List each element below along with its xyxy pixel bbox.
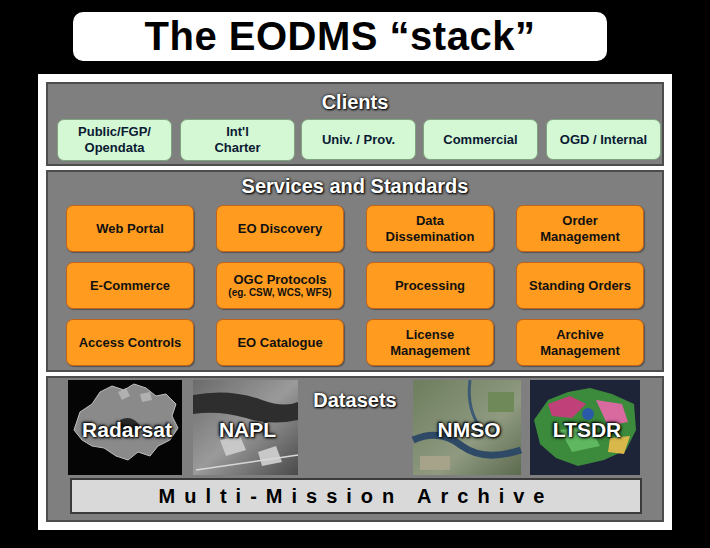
box-label: Univ. / Prov. [322,132,395,148]
box-label: Web Portal [96,221,164,237]
box-label: LTSDR [553,418,621,442]
client-box: Int'l Charter [180,119,295,161]
box-label: Standing Orders [529,278,631,294]
napl-image [193,380,298,475]
box-label: Archive Management [523,327,637,358]
band-heading: Datasets [48,389,662,412]
box-label: OGC Protocols [233,272,326,288]
clients-band: ClientsPublic/FGP/ Opendata Int'l Charter… [46,82,664,166]
service-box: EO Catalogue [216,319,344,366]
service-box: Web Portal [66,205,194,252]
service-box: Access Controls [66,319,194,366]
box-label: Public/FGP/ Opendata [74,124,156,155]
service-box: Order Management [516,205,644,252]
service-box: License Management [366,319,494,366]
band-heading: Services and Standards [48,175,662,198]
service-box: Data Dissemination [366,205,494,252]
box-label: NMSO [438,418,501,442]
box-label: Access Controls [79,335,182,351]
service-box: Archive Management [516,319,644,366]
box-label: NAPL [219,418,276,442]
service-box: E-Commerce [66,262,194,309]
client-box: Univ. / Prov. [301,119,416,160]
band-heading: Clients [48,91,662,114]
box-label: Order Management [523,213,637,244]
box-label: Processing [395,278,465,294]
box-label: Int'l Charter [208,124,268,155]
service-box: Processing [366,262,494,309]
box-label: EO Catalogue [237,335,322,351]
box-label: Commercial [443,132,517,148]
box-label: Multi-Mission Archive [159,485,554,508]
client-box: OGD / Internal [546,119,661,160]
archive-bar: Multi-Mission Archive [70,478,642,514]
service-box: Standing Orders [516,262,644,309]
box-label: OGD / Internal [560,132,647,148]
title-box: The EODMS “stack” [73,12,607,61]
box-subtext: (eg. CSW, WCS, WFS) [228,287,331,299]
diagram-title: The EODMS “stack” [145,14,536,59]
radarsat-image [68,380,182,475]
ltsdr-image [530,380,640,475]
box-label: Radarsat [82,418,172,442]
box-label: E-Commerce [90,278,170,294]
client-box: Public/FGP/ Opendata [57,119,172,161]
box-label: EO Discovery [238,221,323,237]
nmso-image [413,380,521,475]
box-label: Data Dissemination [373,213,487,244]
service-box: EO Discovery [216,205,344,252]
services-band: Services and StandardsWeb Portal EO Disco… [46,170,664,372]
client-box: Commercial [423,119,538,160]
box-label: License Management [373,327,487,358]
service-box: OGC Protocols(eg. CSW, WCS, WFS) [216,262,344,309]
